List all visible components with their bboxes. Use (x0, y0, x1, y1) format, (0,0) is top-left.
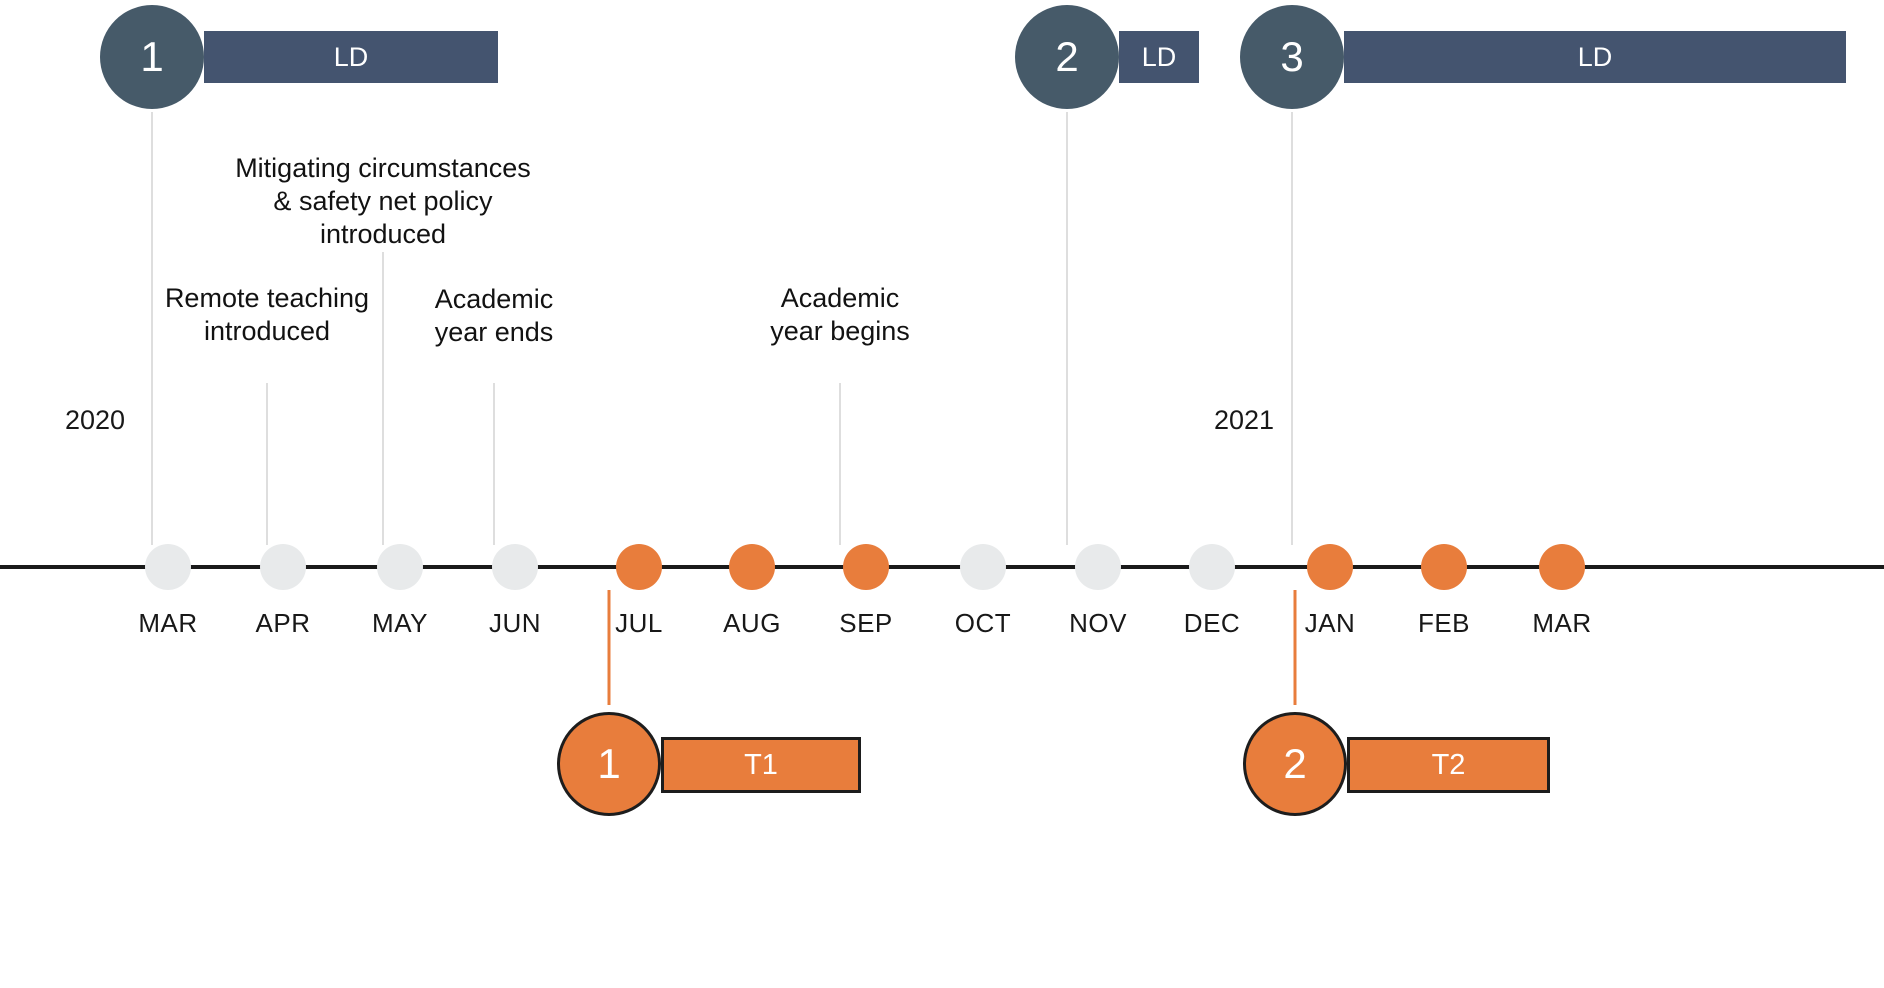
lockdown-stem-3 (1291, 112, 1293, 545)
month-label-jul-2020: JUL (615, 608, 663, 638)
month-label-sep-2020: SEP (839, 608, 893, 638)
lockdown-circle-1[interactable]: 1 (100, 5, 204, 109)
lockdown-circle-2[interactable]: 2 (1015, 5, 1119, 109)
lockdown-bar-2[interactable]: LD (1119, 31, 1199, 83)
month-node-mar-2020[interactable] (145, 544, 191, 590)
month-label-dec-2020: DEC (1183, 608, 1241, 638)
month-label-feb-2021: FEB (1417, 608, 1471, 638)
year-label-2020: 2020 (65, 405, 126, 435)
annotation-leader-line-3 (493, 383, 495, 545)
month-label-apr-2020: APR (255, 608, 311, 638)
lockdown-bar-1[interactable]: LD (204, 31, 498, 83)
lockdown-stem-1 (151, 112, 153, 545)
month-node-aug-2020[interactable] (729, 544, 775, 590)
annotation-leader-line-2 (382, 252, 384, 545)
term-circle-2[interactable]: 2 (1243, 712, 1347, 816)
lockdown-bar-3[interactable]: LD (1344, 31, 1846, 83)
term-stem-T1 (607, 590, 611, 705)
month-node-apr-2020[interactable] (260, 544, 306, 590)
month-label-nov-2020: NOV (1069, 608, 1127, 638)
month-label-mar-2021: MAR (1532, 608, 1592, 638)
timeline-axis (0, 565, 1884, 569)
month-label-oct-2020: OCT (954, 608, 1012, 638)
annotation-text-1: Remote teaching introduced (164, 283, 370, 346)
annotation-text-4: Academic year begins (770, 283, 910, 346)
month-node-may-2020[interactable] (377, 544, 423, 590)
month-label-jan-2021: JAN (1304, 608, 1356, 638)
month-node-mar-2021[interactable] (1539, 544, 1585, 590)
month-node-nov-2020[interactable] (1075, 544, 1121, 590)
annotation-text-2: Mitigating circumstances & safety net po… (235, 153, 531, 249)
term-circle-1[interactable]: 1 (557, 712, 661, 816)
year-label-2021: 2021 (1214, 405, 1275, 435)
annotation-text-3: Academic year ends (434, 284, 554, 347)
month-node-jun-2020[interactable] (492, 544, 538, 590)
lockdown-stem-2 (1066, 112, 1068, 545)
month-label-jun-2020: JUN (488, 608, 542, 638)
month-node-jan-2021[interactable] (1307, 544, 1353, 590)
month-label-may-2020: MAY (372, 608, 428, 638)
month-node-feb-2021[interactable] (1421, 544, 1467, 590)
month-node-oct-2020[interactable] (960, 544, 1006, 590)
term-stem-T2 (1293, 590, 1297, 705)
annotation-leader-line-1 (266, 383, 268, 545)
month-node-sep-2020[interactable] (843, 544, 889, 590)
month-node-dec-2020[interactable] (1189, 544, 1235, 590)
term-bar-T2[interactable]: T2 (1347, 737, 1550, 793)
month-label-aug-2020: AUG (723, 608, 781, 638)
term-bar-T1[interactable]: T1 (661, 737, 861, 793)
lockdown-circle-3[interactable]: 3 (1240, 5, 1344, 109)
annotation-leader-line-4 (839, 383, 841, 545)
month-label-mar-2020: MAR (138, 608, 198, 638)
month-node-jul-2020[interactable] (616, 544, 662, 590)
